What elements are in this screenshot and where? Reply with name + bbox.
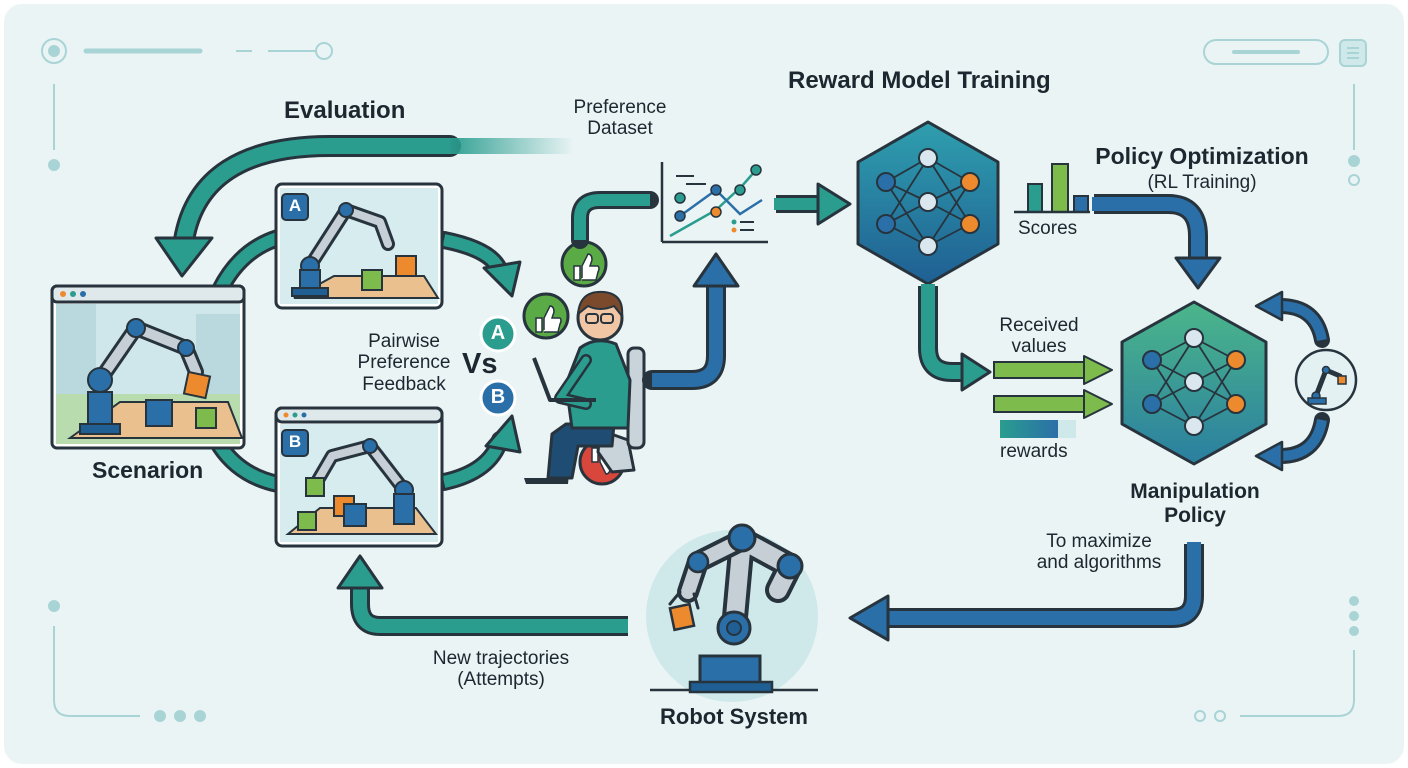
to-maximize-label: To maximize and algorithms	[1026, 531, 1172, 574]
to-maximize-label-line1: To maximize	[1046, 531, 1152, 552]
pairwise-feedback-label-line3: Feedback	[362, 373, 446, 395]
manipulation-policy-network-icon	[1120, 300, 1268, 466]
panel-b-tag: B	[288, 432, 302, 451]
scenarion-to-panels-arcs	[211, 229, 287, 493]
preference-dataset-label: Preference Dataset	[560, 97, 680, 140]
new-trajectories-label: New trajectories (Attempts)	[416, 648, 586, 691]
option-b-label: B	[490, 386, 506, 408]
panel-b	[274, 406, 444, 548]
thumbs-up-icon	[560, 240, 608, 288]
scores-bars	[1014, 163, 1090, 214]
evaluation-arrow	[154, 135, 574, 278]
received-values-label: Received values	[986, 315, 1092, 358]
vs-label: Vs	[462, 348, 498, 380]
to-maximize-label-line2: and algorithms	[1036, 552, 1162, 574]
new-trajectories-label-line2: (Attempts)	[457, 669, 545, 691]
scenarion-window	[50, 284, 246, 450]
preference-dataset-label-line1: Preference	[573, 97, 667, 118]
pairwise-feedback-label-line2: Preference	[357, 352, 451, 374]
received-values-label-line1: Received	[999, 315, 1079, 336]
pairwise-feedback-label: Pairwise Preference Feedback	[344, 331, 464, 395]
new-trajectories-label-line1: New trajectories	[432, 648, 570, 669]
robot-system-icon	[646, 523, 818, 702]
panel-a-tag: A	[288, 196, 302, 215]
option-a-circle	[479, 315, 517, 353]
preference-dataset-label-line2: Dataset	[587, 118, 653, 140]
scenarion-title: Scenarion	[92, 457, 204, 483]
rewards-bar	[1000, 420, 1076, 438]
feedback-to-dataset-arrow	[571, 191, 659, 249]
reward-model-network-icon	[856, 120, 1000, 286]
option-b-circle	[479, 379, 517, 417]
preference-dataset-chart-icon	[660, 162, 768, 244]
reward-to-policy-arrow	[1092, 194, 1222, 290]
reward-model-training-title: Reward Model Training	[788, 67, 1051, 94]
received-values-label-line2: values	[1011, 336, 1067, 358]
received-values-arrows	[993, 355, 1113, 419]
reward-down-arrow	[918, 284, 992, 392]
policy-optimization-title: Policy Optimization	[1095, 143, 1309, 169]
scores-label: Scores	[1018, 218, 1078, 239]
policy-loop-arrows	[1254, 290, 1330, 472]
panel-a	[274, 182, 444, 310]
pairwise-feedback-label-line1: Pairwise	[368, 331, 440, 352]
panels-to-human-arrows	[435, 231, 522, 491]
rewards-label: rewards	[1000, 441, 1068, 462]
thumbs-up-icon-2	[522, 292, 570, 340]
manipulation-policy-title-line2: Policy	[1164, 503, 1226, 527]
option-a-label: A	[490, 322, 506, 344]
robot-system-title: Robot System	[660, 704, 808, 729]
manipulation-policy-title: Manipulation Policy	[1112, 480, 1278, 527]
robot-to-trajectories-arrow	[336, 554, 628, 636]
evaluation-label: Evaluation	[284, 97, 406, 124]
rl-training-label: (RL Training)	[1147, 172, 1257, 193]
robot-arm-badge-icon	[1294, 348, 1358, 412]
decorative-frame	[41, 38, 1367, 722]
policy-to-robot-arrow	[848, 542, 1204, 642]
dataset-to-reward-model-arrow	[774, 182, 852, 226]
human-to-dataset-arrow	[642, 252, 740, 390]
manipulation-policy-title-line1: Manipulation	[1130, 480, 1260, 503]
human-annotator	[524, 290, 646, 484]
